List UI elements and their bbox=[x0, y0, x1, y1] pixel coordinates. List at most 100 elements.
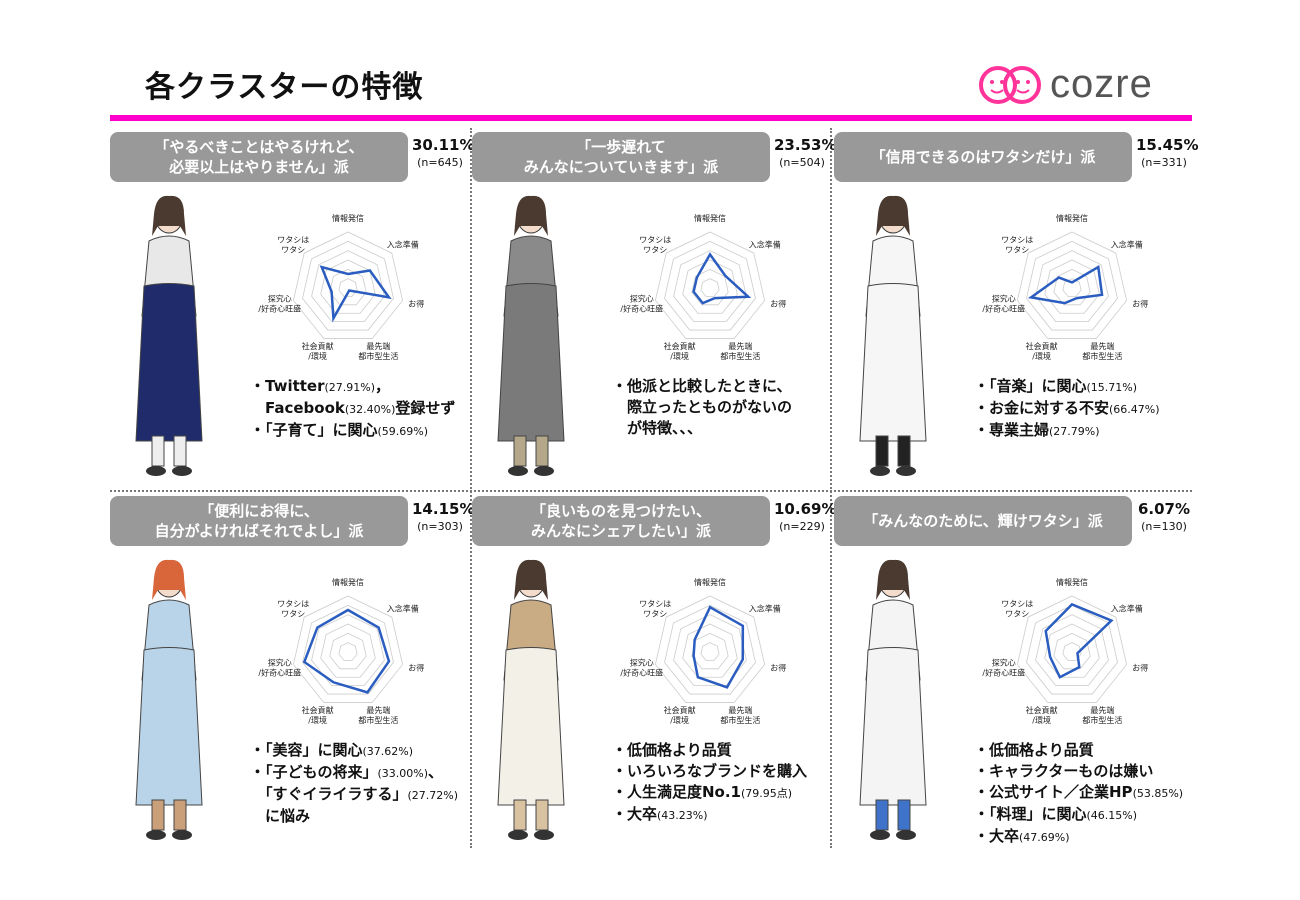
radar-gridline bbox=[1016, 231, 1128, 339]
bullet-text: 、 bbox=[428, 763, 444, 781]
bullet-item: ・大卒(47.69%) bbox=[974, 826, 1194, 848]
cluster-percent: 30.11% bbox=[412, 136, 475, 154]
radar-axis-label: 探究心/好奇心旺盛 bbox=[620, 658, 663, 678]
radar-chart: 情報発信入念準備お得最先端都市型生活社会貢献/環境探究心/好奇心旺盛ワタシはワタ… bbox=[258, 577, 424, 725]
bullet-text: ・低価格より品質 bbox=[612, 741, 732, 759]
radar-axis-label: ワタシはワタシ bbox=[277, 235, 309, 254]
bullet-item: ・大卒(43.23%) bbox=[612, 804, 832, 826]
radar-axis-label: 最先端都市型生活 bbox=[720, 341, 760, 361]
bullet-item: ・低価格より品質 bbox=[612, 740, 832, 761]
bullet-text: ・「子育て」に関心 bbox=[250, 421, 378, 439]
bullet-text: 登録せず bbox=[395, 399, 456, 417]
bullet-text: ・「美容」に関心 bbox=[250, 741, 363, 759]
person-illustration bbox=[497, 195, 565, 476]
radar-axis-label: ワタシはワタシ bbox=[1001, 599, 1033, 618]
radar-gridline bbox=[1035, 614, 1109, 687]
bullet-item: ・「音楽」に関心(15.71%) bbox=[974, 376, 1194, 398]
radar-gridline bbox=[1044, 623, 1100, 678]
bullet-item: ・いろいろなブランドを購入 bbox=[612, 761, 832, 782]
radar-axis-label: ワタシはワタシ bbox=[639, 235, 671, 254]
radar-gridline bbox=[1062, 278, 1082, 297]
divider bbox=[110, 490, 1192, 492]
bullet-text: ・人生満足度No.1 bbox=[612, 783, 741, 801]
radar-axis-label: 入念準備 bbox=[749, 239, 781, 249]
radar-axis-label: ワタシはワタシ bbox=[1001, 235, 1033, 254]
cluster-label-line: 「みんなのために、輝けワタシ」派 bbox=[863, 512, 1103, 530]
radar-axis-label: 情報発信 bbox=[332, 577, 364, 587]
person-illustration bbox=[135, 195, 203, 476]
radar-gridline bbox=[302, 604, 394, 695]
radar-axis-label: 最先端都市型生活 bbox=[358, 705, 398, 725]
bullet-text: ・「子どもの将来」 bbox=[250, 763, 378, 781]
bullet-text: ・お金に対する不安 bbox=[974, 399, 1110, 417]
radar-gridline bbox=[654, 231, 766, 339]
bullet-item: ・公式サイト／企業HP(53.85%) bbox=[974, 782, 1194, 804]
accent-rule bbox=[110, 115, 1192, 121]
radar-chart: 情報発信入念準備お得最先端都市型生活社会貢献/環境探究心/好奇心旺盛ワタシはワタ… bbox=[258, 213, 424, 361]
radar-gridline bbox=[338, 642, 358, 661]
bullet-text: ・「音楽」に関心 bbox=[974, 377, 1087, 395]
radar-gridline bbox=[329, 632, 367, 670]
radar-axis-label: 最先端都市型生活 bbox=[1082, 705, 1122, 725]
radar-series bbox=[692, 605, 745, 689]
radar-gridline bbox=[654, 595, 766, 703]
bullet-text: ・他派と比較したときに、 bbox=[612, 377, 792, 395]
cluster-label-line: 必要以上はやりません」派 bbox=[169, 158, 349, 176]
cluster-bullets: ・低価格より品質・いろいろなブランドを購入・人生満足度No.1(79.95点)・… bbox=[612, 740, 832, 826]
person-illustration bbox=[497, 559, 565, 840]
bullet-item: ・キャラクターものは嫌い bbox=[974, 761, 1194, 782]
bullet-text: 「すぐイライラする」 bbox=[250, 785, 408, 803]
bullet-item: 「すぐイライラする」(27.72%) bbox=[250, 784, 470, 806]
radar-gridline bbox=[1026, 604, 1118, 695]
cluster-label-line: 「やるべきことはやるけれど、 bbox=[154, 138, 364, 156]
radar-axis-label: 情報発信 bbox=[1056, 577, 1088, 587]
radar-axis-label: 探究心/好奇心旺盛 bbox=[982, 294, 1025, 314]
bullet-text: ・大卒 bbox=[974, 827, 1020, 845]
radar-chart: 情報発信入念準備お得最先端都市型生活社会貢献/環境探究心/好奇心旺盛ワタシはワタ… bbox=[620, 577, 786, 725]
radar-axis-label: ワタシはワタシ bbox=[639, 599, 671, 618]
cluster-label: 「やるべきことはやるけれど、必要以上はやりません」派 bbox=[110, 132, 408, 182]
radar-axis-label: 入念準備 bbox=[387, 239, 419, 249]
radar-gridline bbox=[673, 614, 747, 687]
bullet-text: ・「料理」に関心 bbox=[974, 805, 1087, 823]
bullet-stat: (47.69%) bbox=[1019, 831, 1070, 844]
bullet-item: ・Twitter(27.91%)， bbox=[250, 376, 470, 398]
logo-text: cozre bbox=[1050, 62, 1153, 106]
bullet-item: ・専業主婦(27.79%) bbox=[974, 420, 1194, 442]
bullet-item: 際立ったとものがないの bbox=[612, 397, 832, 418]
cluster-label-line: 自分がよければそれでよし」派 bbox=[154, 522, 364, 540]
bullet-stat: (46.15%) bbox=[1086, 809, 1138, 822]
radar-axis-label: 社会貢献/環境 bbox=[1026, 341, 1058, 361]
radar-series bbox=[302, 608, 391, 694]
cluster-percent: 14.15% bbox=[412, 500, 475, 518]
radar-gridline bbox=[691, 268, 729, 306]
radar-axis-label: 探究心/好奇心旺盛 bbox=[258, 658, 301, 678]
bullet-stat: (27.91%) bbox=[324, 381, 376, 394]
bullet-item: ・人生満足度No.1(79.95点) bbox=[612, 782, 832, 804]
cluster-label: 「みんなのために、輝けワタシ」派 bbox=[834, 496, 1132, 546]
bullet-stat: (37.62%) bbox=[362, 745, 414, 758]
radar-gridline bbox=[1035, 250, 1109, 323]
bullet-text: ， bbox=[375, 377, 391, 395]
bullet-item: ・「美容」に関心(37.62%) bbox=[250, 740, 470, 762]
cluster-label-line: 「一歩遅れて bbox=[576, 138, 666, 156]
radar-axis-label: お得 bbox=[408, 299, 424, 309]
cluster-bullets: ・他派と比較したときに、 際立ったとものがないの が特徴、、、 bbox=[612, 376, 832, 439]
radar-series bbox=[1027, 265, 1104, 305]
bullet-stat: (15.71%) bbox=[1086, 381, 1138, 394]
bullet-stat: (33.00%) bbox=[377, 767, 429, 780]
person-illustration bbox=[859, 559, 927, 840]
radar-axis-label: 社会貢献/環境 bbox=[664, 705, 696, 725]
cluster-bullets: ・低価格より品質・キャラクターものは嫌い・公式サイト／企業HP(53.85%)・… bbox=[974, 740, 1194, 848]
cluster-label: 「便利にお得に、自分がよければそれでよし」派 bbox=[110, 496, 408, 546]
radar-axis-label: お得 bbox=[770, 663, 786, 673]
radar-axis-label: 最先端都市型生活 bbox=[1082, 341, 1122, 361]
radar-axis-label: お得 bbox=[770, 299, 786, 309]
bullet-stat: (79.95点) bbox=[741, 787, 793, 800]
bullet-stat: (27.72%) bbox=[407, 789, 459, 802]
bullet-stat: (53.85%) bbox=[1132, 787, 1184, 800]
bullet-text: に悩み bbox=[250, 807, 311, 825]
